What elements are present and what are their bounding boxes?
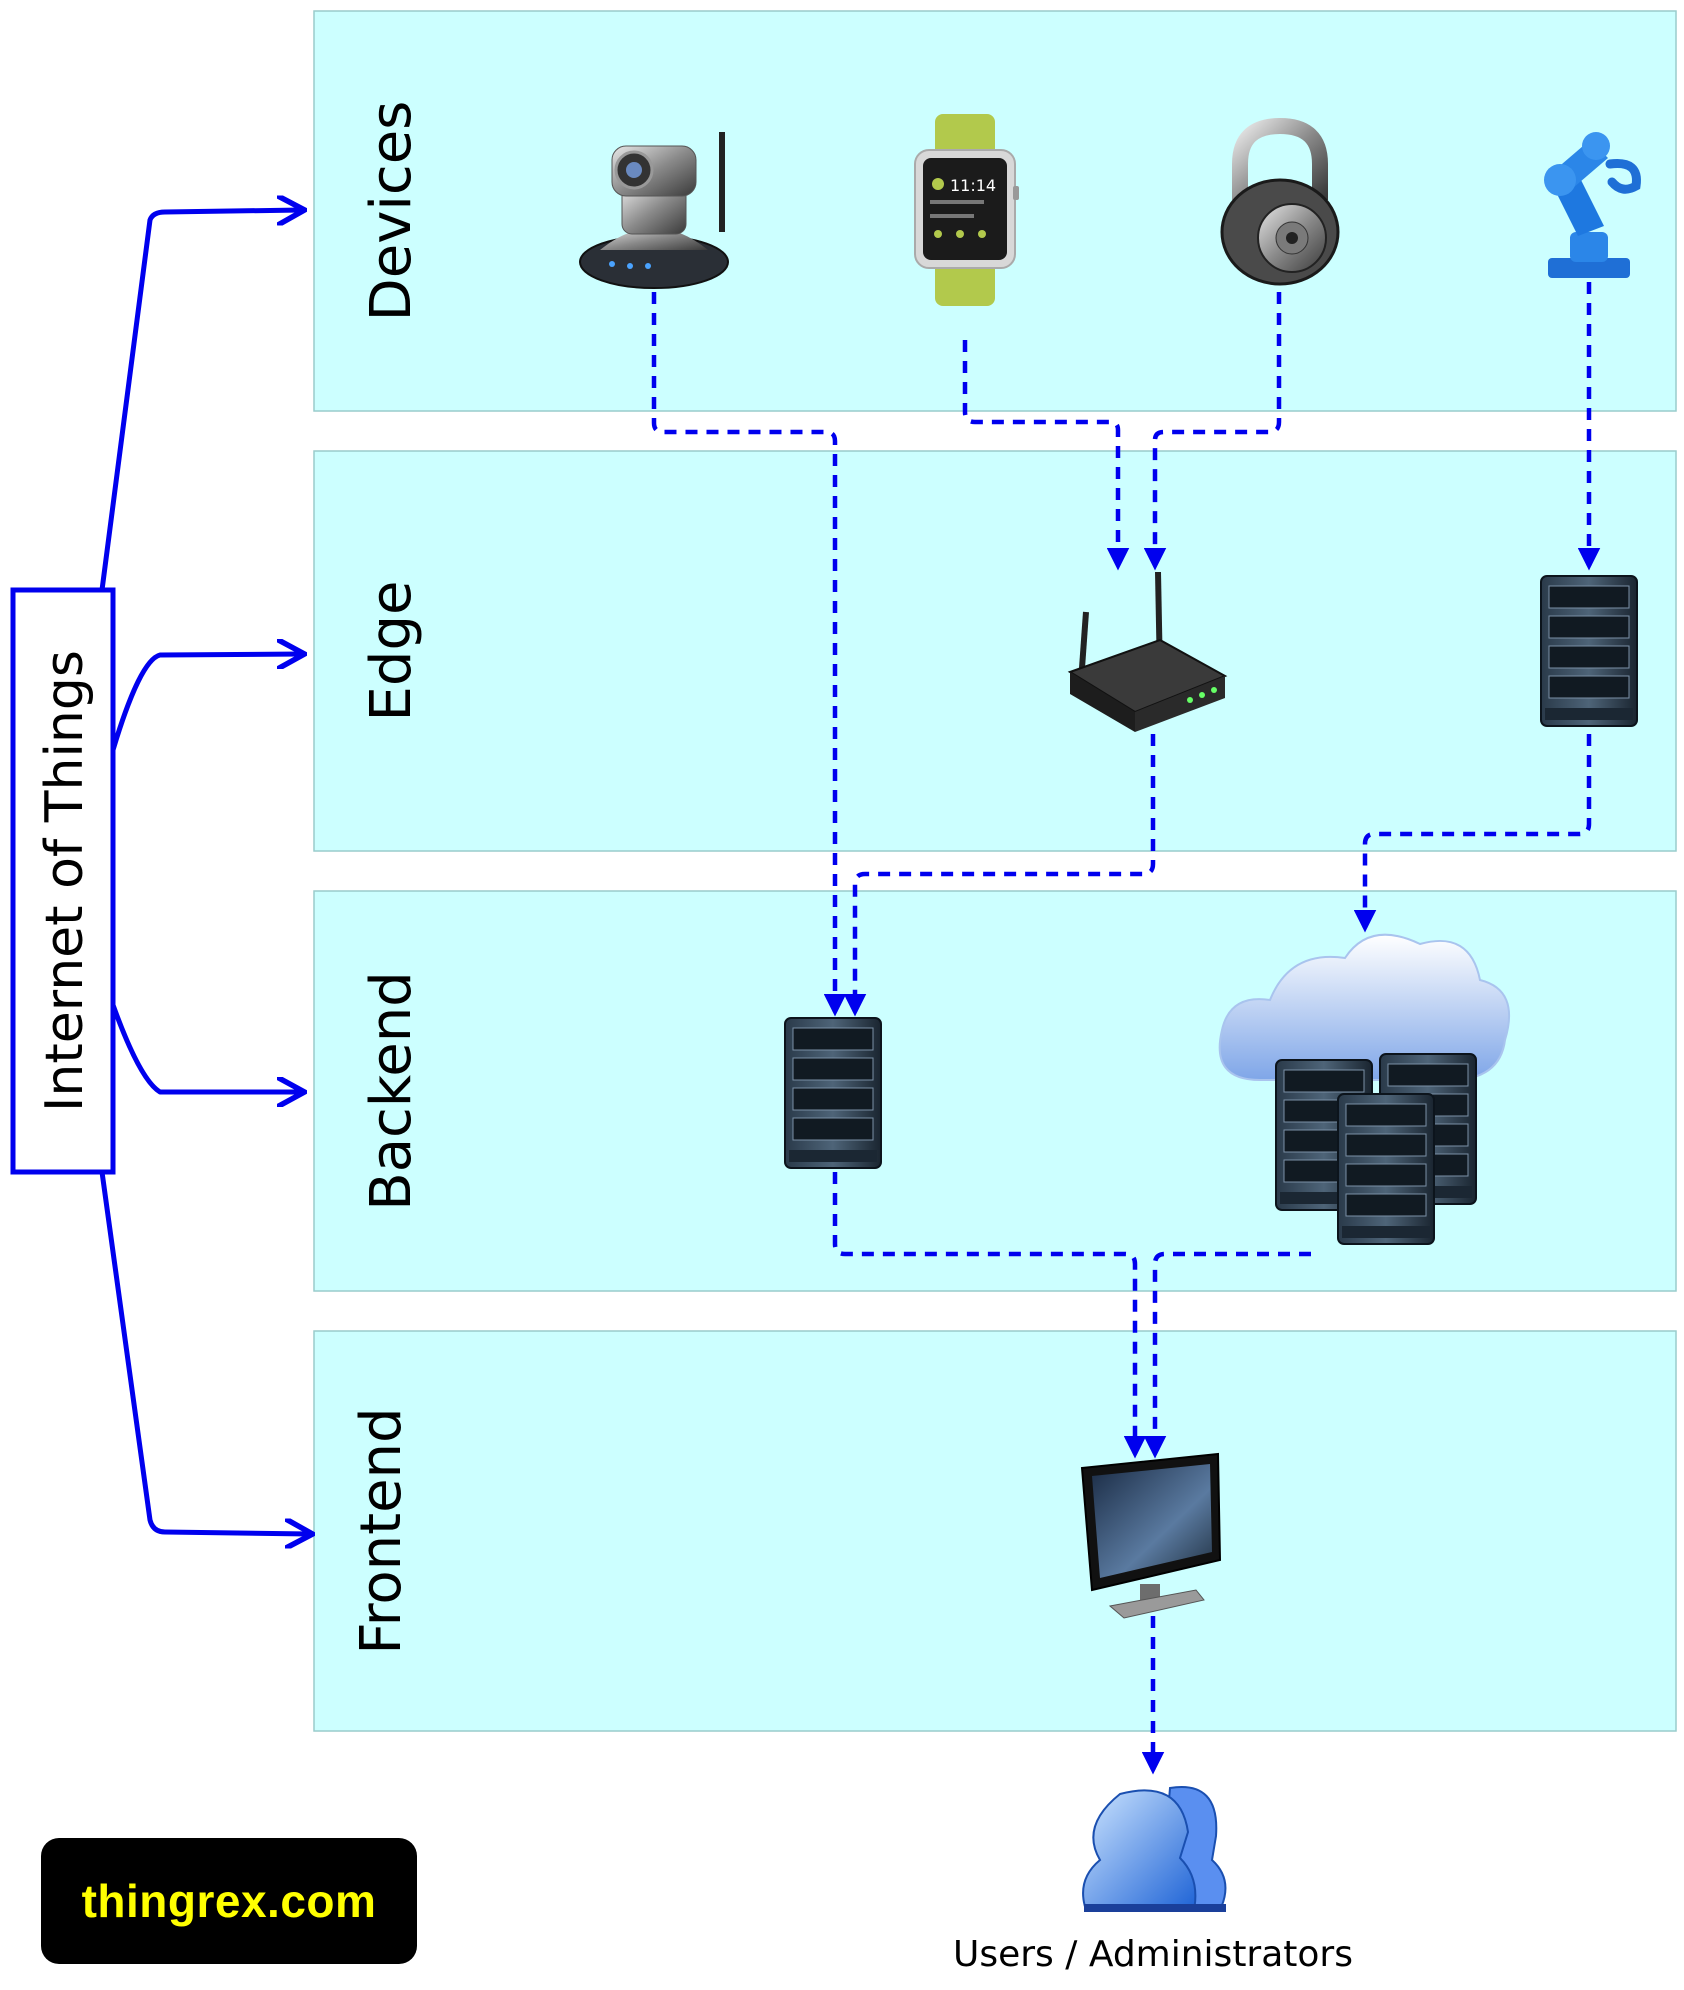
users-label: Users / Administrators	[953, 1934, 1353, 1975]
backend-server-icon	[784, 1017, 882, 1169]
cloud-servers-icon	[1218, 933, 1511, 1245]
monitor-icon	[1080, 1452, 1222, 1619]
flow-lock-to-router	[1143, 292, 1282, 571]
root-connectors	[99, 210, 310, 1534]
root-node-label: Internet of Things	[35, 650, 95, 1112]
flow-cloud-to-frontend	[1143, 1251, 1311, 1459]
data-flows	[651, 282, 1601, 1775]
flow-router-to-backend	[843, 734, 1156, 1017]
connector-to-backend	[110, 1002, 302, 1092]
smartwatch-icon: 11:14	[914, 114, 1019, 306]
edge-server-icon	[1540, 575, 1638, 727]
layer-backend-label: Backend	[359, 971, 424, 1210]
padlock-icon	[1220, 117, 1340, 286]
users-icon	[1082, 1786, 1227, 1912]
flow-backend-to-frontend	[832, 1172, 1147, 1459]
flow-camera-to-backend	[651, 292, 847, 1017]
flow-watch-to-router	[962, 340, 1130, 571]
layer-edge-band	[313, 450, 1677, 852]
layer-edge-label: Edge	[359, 581, 424, 722]
brand-text: thingrex.com	[81, 1875, 377, 1927]
connector-to-edge	[110, 654, 302, 753]
flow-edge-server-to-cloud	[1353, 734, 1592, 933]
brand-badge: thingrex.com	[41, 1838, 417, 1964]
layer-frontend-band	[313, 1330, 1677, 1732]
router-icon	[1067, 571, 1228, 732]
ip-camera-icon	[579, 132, 729, 289]
root-node: Internet of Things	[10, 587, 116, 1175]
connector-to-frontend	[99, 1169, 310, 1534]
connector-to-devices	[99, 210, 302, 593]
layer-edge: Edge	[313, 450, 1677, 852]
layer-devices-label: Devices	[359, 101, 424, 322]
layer-frontend-label: Frontend	[349, 1407, 414, 1654]
layer-frontend: Frontend	[313, 1330, 1677, 1732]
root-node-box	[10, 587, 116, 1175]
robot-arm-icon	[1544, 132, 1641, 278]
smartwatch-time: 11:14	[950, 176, 996, 195]
